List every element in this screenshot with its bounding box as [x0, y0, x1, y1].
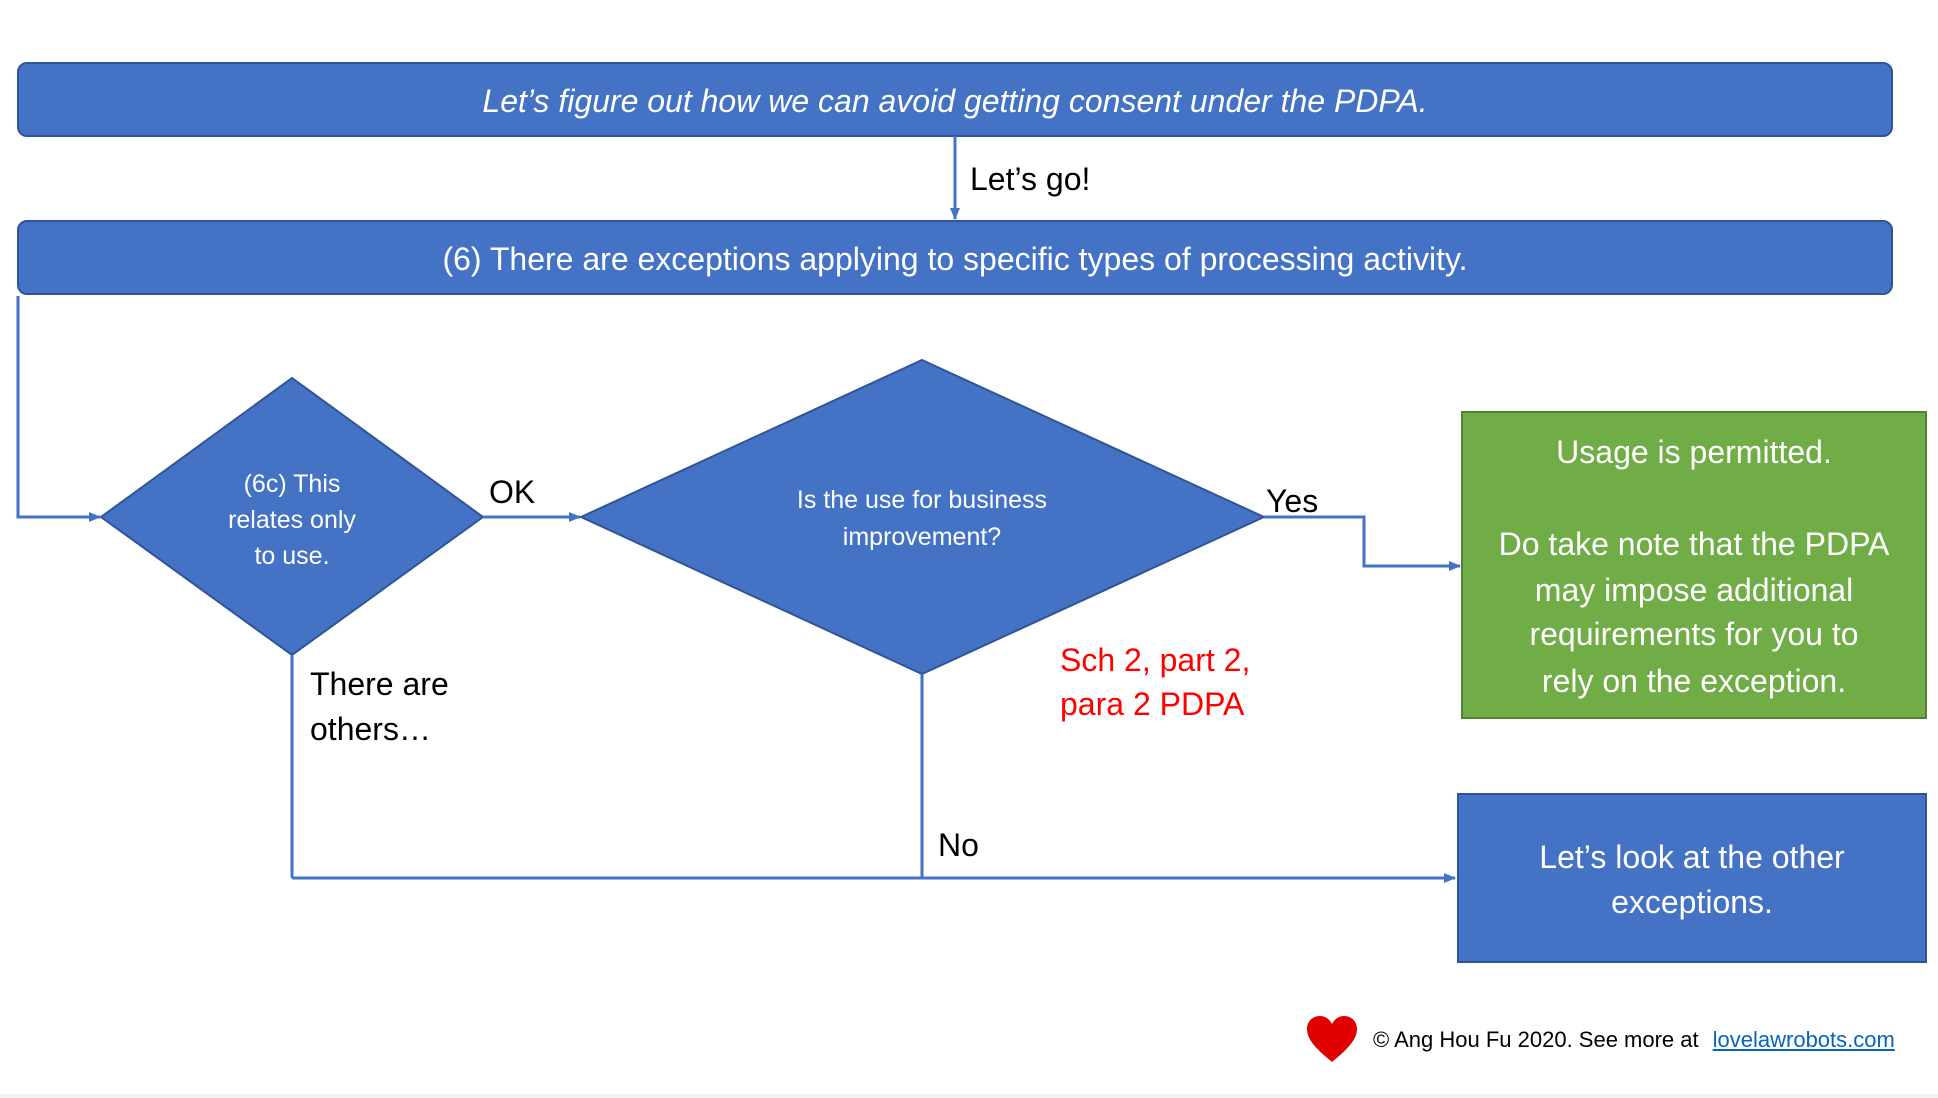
- exceptions-box-text: (6) There are exceptions applying to spe…: [442, 241, 1467, 277]
- citation-line-2: para 2 PDPA: [1060, 686, 1245, 722]
- label-no: No: [938, 827, 979, 863]
- footer: © Ang Hou Fu 2020. See more at lovelawro…: [1305, 1010, 1895, 1070]
- label-yes: Yes: [1266, 483, 1318, 519]
- diamond-6c-line-2: relates only: [228, 506, 356, 534]
- permitted-line-3: Do take note that the PDPA: [1499, 526, 1890, 562]
- footer-link[interactable]: lovelawrobots.com: [1712, 1027, 1895, 1052]
- connector-exceptions-to-6c: [16, 296, 101, 522]
- permitted-box: Usage is permitted. Do take note that th…: [1461, 411, 1927, 719]
- footer-copyright: © Ang Hou Fu 2020. See more at: [1373, 1027, 1699, 1052]
- header-box: Let’s figure out how we can avoid gettin…: [17, 62, 1893, 137]
- header-box-text: Let’s figure out how we can avoid gettin…: [482, 83, 1427, 119]
- exceptions-box: (6) There are exceptions applying to spe…: [17, 220, 1893, 295]
- heart-icon: [1307, 1016, 1357, 1062]
- diamond-6c-line-1: (6c) This: [244, 470, 341, 498]
- other-exceptions-line-2: exceptions.: [1611, 884, 1773, 920]
- label-lets-go: Let’s go!: [970, 161, 1090, 197]
- label-others-line-1: There are: [310, 666, 449, 702]
- other-exceptions-box: Let’s look at the other exceptions.: [1457, 793, 1927, 963]
- citation-line-1: Sch 2, part 2,: [1060, 642, 1250, 678]
- diamond-6c-line-3: to use.: [254, 542, 329, 570]
- connector-business-to-permitted: [1264, 515, 1461, 571]
- label-ok: OK: [489, 474, 535, 510]
- permitted-line-5: requirements for you to: [1529, 616, 1858, 652]
- other-exceptions-line-1: Let’s look at the other: [1539, 839, 1845, 875]
- permitted-line-1: Usage is permitted.: [1556, 434, 1832, 470]
- diamond-business-line-1: Is the use for business: [797, 486, 1047, 514]
- diamond-business-line-2: improvement?: [843, 523, 1001, 551]
- bottom-rule: [0, 1094, 1938, 1098]
- diamond-business-improvement: Is the use for business improvement?: [578, 358, 1267, 676]
- permitted-line-4: may impose additional: [1535, 572, 1853, 608]
- diamond-6c: (6c) This relates only to use.: [99, 376, 485, 657]
- permitted-line-6: rely on the exception.: [1542, 663, 1846, 699]
- label-others-line-2: others…: [310, 711, 431, 747]
